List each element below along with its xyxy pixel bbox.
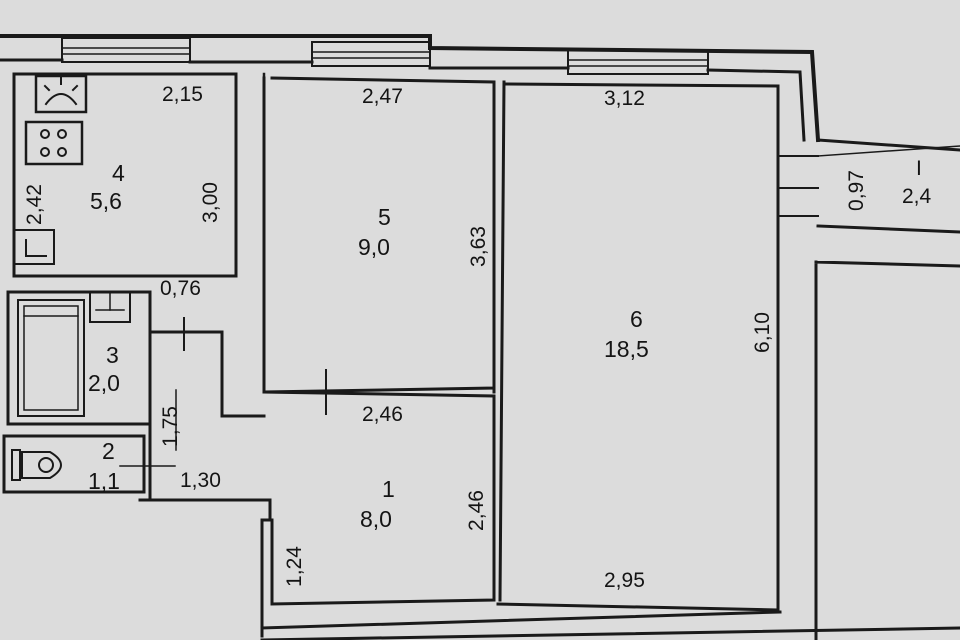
room-1-area: 8,0	[360, 506, 392, 532]
dim-kitchen-height-300: 3,00	[198, 182, 222, 223]
dim-room-6-bottom: 2,95	[604, 569, 645, 592]
room-2-area: 1,1	[88, 468, 120, 494]
sink-icon-bathroom	[89, 291, 131, 323]
dim-room-1-height: 2,46	[464, 490, 488, 531]
room-1-number: 1	[382, 476, 395, 502]
balcony-line	[817, 145, 960, 157]
window-top-middle	[311, 41, 431, 67]
exterior-wall-top-inner	[0, 58, 806, 142]
room-2-number: 2	[102, 438, 115, 464]
dim-076: 0,76	[160, 277, 201, 300]
room-3-number: 3	[106, 342, 119, 368]
dim-124: 1,24	[282, 546, 306, 587]
dim-room-5-height: 3,63	[466, 226, 490, 267]
window-top-right	[567, 49, 709, 75]
room-5-area: 9,0	[358, 234, 390, 260]
stove-icon	[24, 120, 84, 166]
bathtub-icon	[17, 299, 85, 417]
dim-room-6-height: 6,10	[750, 312, 774, 353]
dim-corridor-130: 1,30	[180, 469, 221, 492]
kitchen-sink-icon	[34, 74, 88, 114]
door-room-6-right	[777, 155, 819, 217]
dim-175: 1,75	[158, 406, 182, 447]
right-wall	[814, 260, 960, 640]
room-4-area: 5,6	[90, 188, 122, 214]
room-3-outline	[6, 290, 152, 426]
dim-kitchen-width: 2,15	[162, 83, 203, 106]
dim-kitchen-height-242: 2,42	[22, 184, 46, 225]
room-6-outline	[496, 82, 780, 612]
toilet-icon	[11, 449, 62, 481]
room-4-number: 4	[112, 160, 125, 186]
dim-room-5-width: 2,47	[362, 85, 403, 108]
kitchen-right-wall	[234, 72, 266, 278]
room-balcony-area: 2,4	[902, 185, 932, 208]
wall-5-6	[492, 80, 506, 602]
window-top-left	[61, 37, 191, 63]
dim-room-1-width: 2,46	[362, 403, 403, 426]
room-6-number: 6	[630, 306, 643, 332]
room-balcony-number: I	[916, 157, 922, 180]
room-6-area: 18,5	[604, 336, 649, 362]
dim-room-6-width: 3,12	[604, 87, 645, 110]
room-2-outline	[2, 434, 146, 494]
corridor-wall	[138, 328, 272, 638]
dim-097: 0,97	[844, 170, 868, 211]
room-3-area: 2,0	[88, 370, 120, 396]
room-5-number: 5	[378, 204, 391, 230]
kitchen-tap-icon	[13, 229, 55, 265]
corridor-door	[148, 330, 266, 418]
bottom-wall	[260, 610, 960, 640]
room-1-outline	[262, 390, 496, 606]
